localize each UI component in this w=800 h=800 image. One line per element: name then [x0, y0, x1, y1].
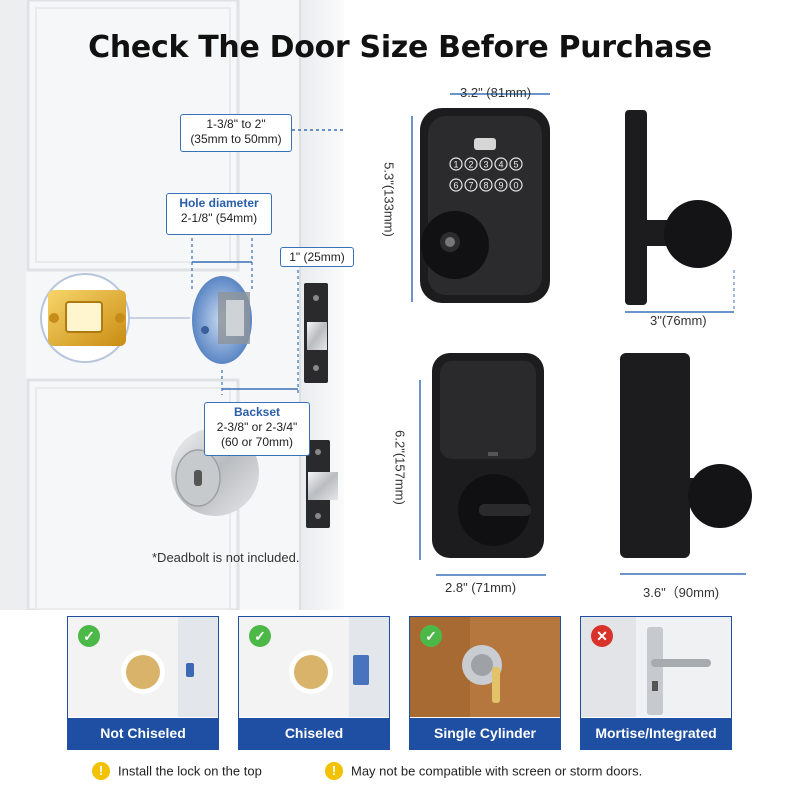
keypad-key-label: 2 [468, 160, 473, 170]
door-type-card-not-chiseled: ✓ Not Chiseled [67, 616, 219, 750]
interior-side-knob [688, 464, 752, 528]
keypad-key-label: 0 [513, 181, 518, 191]
keypad-logo [474, 138, 496, 150]
side-depth-label: 3"(76mm) [650, 313, 707, 328]
check-icon: ✓ [420, 625, 442, 647]
door-thickness-callout: 1-3/8" to 2" (35mm to 50mm) [180, 114, 292, 152]
backset-title: Backset [233, 405, 281, 419]
hole-diameter-title: Hole diameter [179, 196, 259, 210]
warning-icon: ! [325, 762, 343, 780]
chiseled-photo [239, 617, 389, 717]
page-title: Check The Door Size Before Purchase [88, 30, 712, 65]
keypad-key-label: 3 [483, 160, 488, 170]
side-knob [664, 200, 732, 268]
warning-text: Install the lock on the top [118, 763, 262, 779]
warning-text: May not be compatible with screen or sto… [351, 763, 643, 779]
door-type-card-chiseled: ✓ Chiseled [238, 616, 390, 750]
door-type-card-single-cylinder: ✓ Single Cylinder [409, 616, 561, 750]
keypad-key-label: 9 [498, 181, 503, 191]
check-icon: ✓ [249, 625, 271, 647]
cross-icon: ✕ [591, 625, 613, 647]
interior-side-view [620, 353, 690, 558]
keypad-key-label: 1 [453, 160, 458, 170]
keypad-key-label: 5 [513, 160, 518, 170]
keypad-key [479, 178, 493, 192]
warning-install-top: ! Install the lock on the top [92, 762, 262, 780]
card-label: Mortise/Integrated [581, 718, 731, 749]
warning-icon: ! [92, 762, 110, 780]
keypad-width-label: 3.2" (81mm) [460, 85, 532, 100]
keypad-key [509, 178, 523, 192]
keypad-key [449, 157, 463, 171]
check-icon: ✓ [78, 625, 100, 647]
door-illustration [26, 0, 344, 610]
keypad-key-label: 7 [468, 181, 473, 191]
deadbolt-note: *Deadbolt is not included. [152, 550, 300, 565]
keypad-side-view [625, 110, 647, 305]
hole-diameter-value: 2-1/8" (54mm) [180, 211, 258, 225]
backset-callout: Backset 2-3/8" or 2-3/4" (60 or 70mm) [204, 402, 310, 456]
keypad-key [479, 157, 493, 171]
inner-width-label: 2.8" (71mm) [445, 580, 517, 595]
card-label: Single Cylinder [410, 718, 560, 749]
keypad-key [449, 178, 463, 192]
keypad-key [464, 178, 478, 192]
keypad-key-label: 4 [498, 160, 503, 170]
latch-width-callout: 1" (25mm) [280, 247, 354, 267]
keypad-key-label: 8 [483, 181, 488, 191]
inner-height-label: 6.2"(157mm) [392, 430, 408, 505]
keypad-height-label: 5.3"(133mm) [381, 162, 397, 237]
card-label: Not Chiseled [68, 718, 218, 749]
door-type-card-mortise: ✕ Mortise/Integrated [580, 616, 732, 750]
card-label: Chiseled [239, 718, 389, 749]
keypad-key [464, 157, 478, 171]
keypad-key [509, 157, 523, 171]
keypad-key [494, 178, 508, 192]
backset-value: 2-3/8" or 2-3/4" (60 or 70mm) [216, 420, 298, 449]
inner-depth-label: 3.6"（90mm) [643, 585, 720, 600]
keypad-key-label: 6 [453, 181, 458, 191]
keypad-key [494, 157, 508, 171]
single-cylinder-photo [410, 617, 560, 717]
hole-diameter-callout: Hole diameter 2-1/8" (54mm) [166, 193, 272, 235]
warning-storm-doors: ! May not be compatible with screen or st… [325, 762, 642, 780]
